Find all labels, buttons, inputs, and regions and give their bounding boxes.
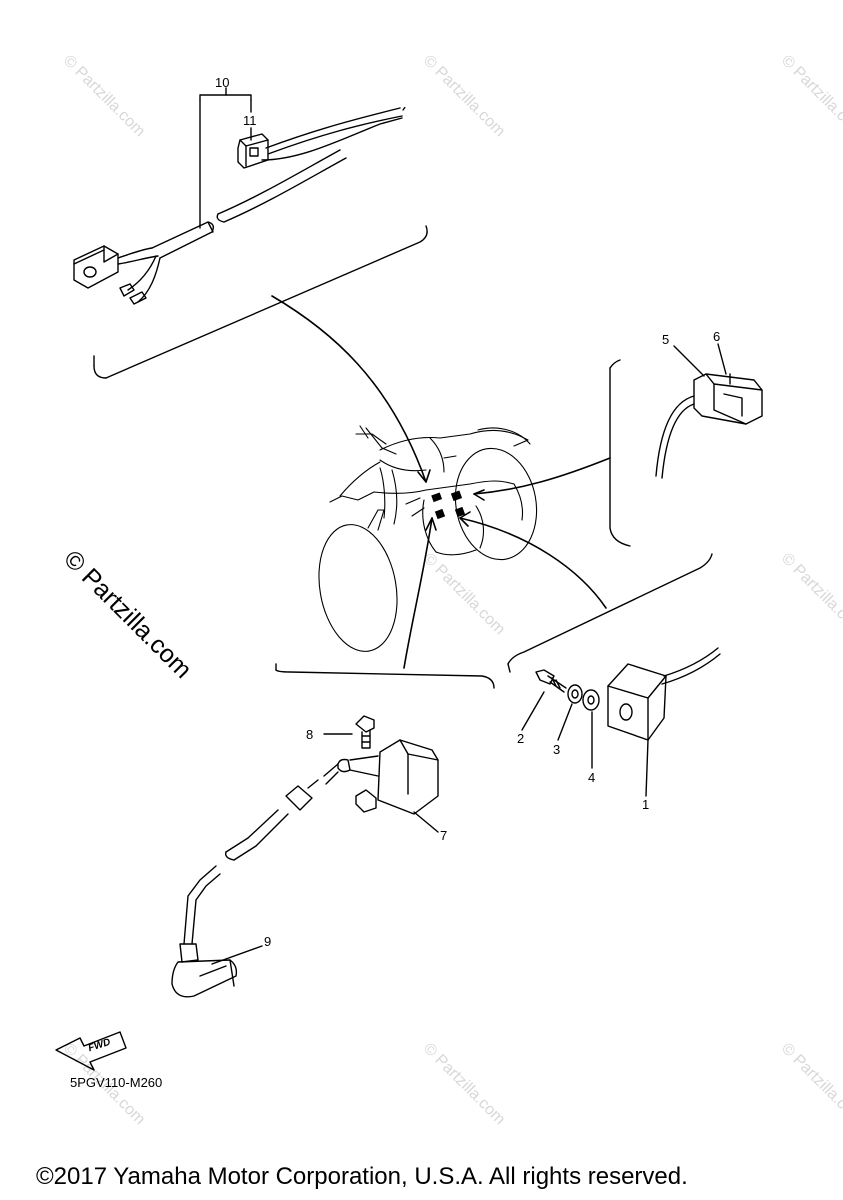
- relay-detail: [609, 343, 763, 547]
- callout-1: 1: [642, 797, 650, 812]
- location-markers: [431, 490, 466, 520]
- cdi-unit-detail: [507, 553, 721, 797]
- fwd-arrow-icon: [55, 1031, 127, 1071]
- callout-10: 10: [215, 75, 230, 90]
- callout-5: 5: [662, 332, 670, 347]
- callout-6: 6: [713, 329, 721, 344]
- diagram-code: 5PGV110-M260: [70, 1075, 163, 1090]
- callout-3: 3: [553, 742, 561, 757]
- callout-8: 8: [306, 727, 314, 742]
- copyright-footer: ©2017 Yamaha Motor Corporation, U.S.A. A…: [36, 1163, 688, 1190]
- callout-4: 4: [588, 770, 596, 785]
- callout-2: 2: [517, 731, 525, 746]
- leader-lines: [271, 295, 611, 669]
- callout-9: 9: [264, 934, 272, 949]
- callout-11: 11: [243, 113, 257, 128]
- motorcycle-silhouette: [318, 425, 538, 652]
- callout-7: 7: [440, 828, 448, 843]
- ignition-coil-detail: [171, 663, 495, 998]
- wire-harness-detail: [73, 87, 428, 379]
